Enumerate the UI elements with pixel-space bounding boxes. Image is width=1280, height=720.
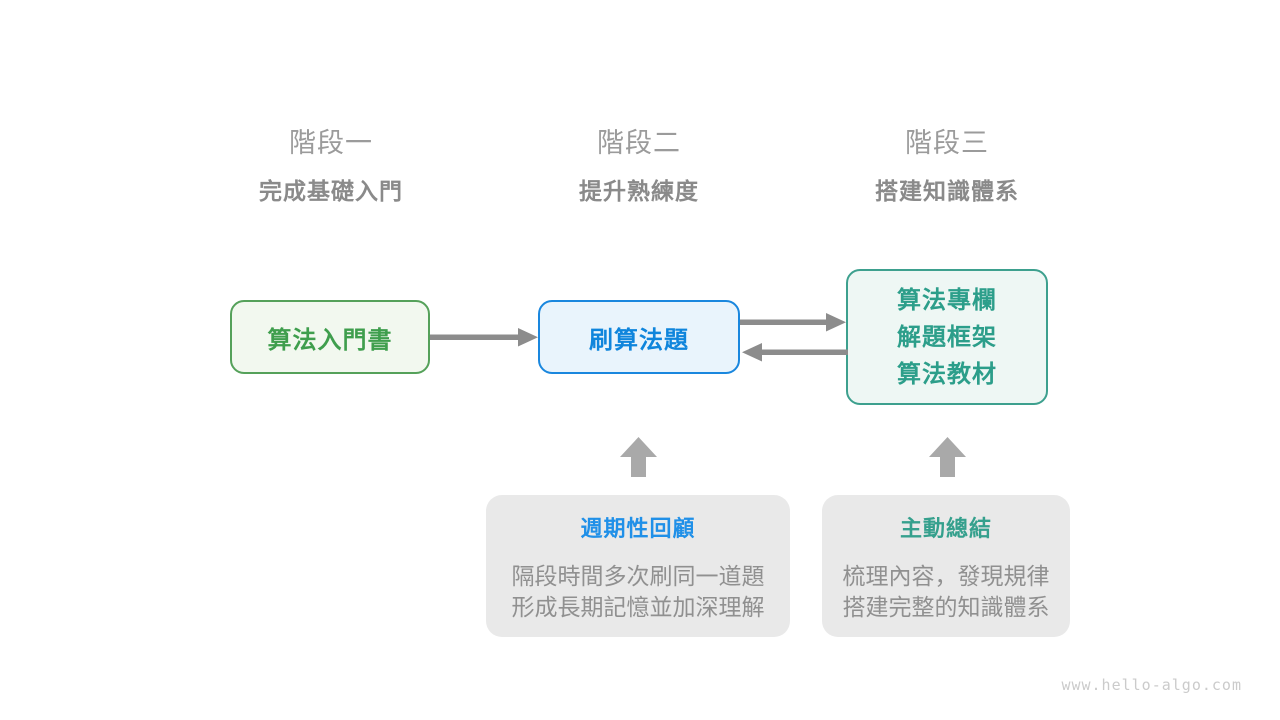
node-advanced-line-3: 算法教材 xyxy=(897,360,997,388)
summary-up-arrow-icon xyxy=(929,437,966,477)
note-active-summary-body-line-2: 搭建完整的知識體系 xyxy=(842,594,1050,620)
node-intro-book: 算法入門書 xyxy=(230,300,430,374)
node-advanced-resources: 算法專欄 解題框架 算法教材 xyxy=(846,269,1048,405)
arrow-intro-to-practice-icon xyxy=(430,328,538,347)
node-intro-book-label: 算法入門書 xyxy=(267,326,393,354)
stage-1-header: 階段一 完成基礎入門 xyxy=(221,126,441,206)
node-practice: 刷算法題 xyxy=(538,300,740,374)
watermark-url: www.hello-algo.com xyxy=(1061,676,1242,694)
note-periodic-review-body-line-1: 隔段時間多次刷同一道題 xyxy=(511,563,765,589)
stage-2-header: 階段二 提升熟練度 xyxy=(529,126,749,206)
node-advanced-line-1: 算法專欄 xyxy=(897,286,997,314)
review-up-arrow-icon xyxy=(620,437,657,477)
stage-2-subtitle: 提升熟練度 xyxy=(579,178,699,204)
note-active-summary: 主動總結 梳理內容，發現規律 搭建完整的知識體系 xyxy=(822,495,1070,637)
stage-2-label: 階段二 xyxy=(597,128,681,158)
note-periodic-review-body-line-2: 形成長期記憶並加深理解 xyxy=(511,594,765,620)
node-advanced-line-2: 解題框架 xyxy=(897,323,997,351)
note-periodic-review-title: 週期性回顧 xyxy=(580,516,696,541)
note-active-summary-body-line-1: 梳理內容，發現規律 xyxy=(842,563,1050,589)
stage-3-label: 階段三 xyxy=(905,128,989,158)
node-practice-label: 刷算法題 xyxy=(589,326,689,354)
note-periodic-review-body: 隔段時間多次刷同一道題 形成長期記憶並加深理解 xyxy=(486,561,790,623)
stage-3-header: 階段三 搭建知識體系 xyxy=(837,126,1057,206)
note-periodic-review: 週期性回顧 隔段時間多次刷同一道題 形成長期記憶並加深理解 xyxy=(486,495,790,637)
stage-1-label: 階段一 xyxy=(289,128,373,158)
arrow-advanced-to-practice-icon xyxy=(742,343,848,362)
note-active-summary-body: 梳理內容，發現規律 搭建完整的知識體系 xyxy=(822,561,1070,623)
stage-3-subtitle: 搭建知識體系 xyxy=(875,178,1019,204)
note-active-summary-title: 主動總結 xyxy=(899,516,992,541)
arrow-practice-to-advanced-icon xyxy=(740,313,846,332)
stage-1-subtitle: 完成基礎入門 xyxy=(259,178,403,204)
